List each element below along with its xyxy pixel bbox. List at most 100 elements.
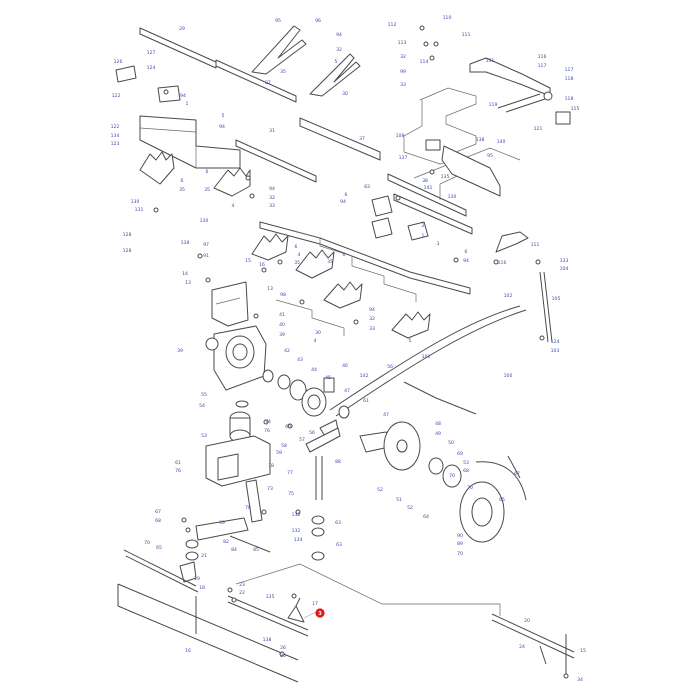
callout-label: 30 bbox=[342, 91, 348, 97]
callout-label: 77 bbox=[287, 470, 293, 476]
callout-label: 105 bbox=[552, 296, 561, 302]
callout-label: 58 bbox=[281, 443, 287, 449]
callout-label: 1 bbox=[186, 101, 189, 107]
highlighted-part bbox=[287, 597, 317, 623]
callout-label: 138 bbox=[263, 637, 272, 643]
callout-label: 83 bbox=[364, 184, 370, 190]
callout-label: 127 bbox=[147, 50, 156, 56]
callout-label: 46 bbox=[342, 363, 348, 369]
callout-label: 33 bbox=[369, 326, 375, 332]
callout-label: 117 bbox=[538, 63, 547, 69]
callout-label: 32 bbox=[369, 316, 375, 322]
callout-label: 116 bbox=[498, 260, 507, 266]
callout-label: 45 bbox=[325, 375, 331, 381]
callout-label: 94 bbox=[180, 93, 186, 99]
highlight-marker[interactable]: 3 bbox=[315, 608, 325, 618]
callout-label: 96 bbox=[315, 18, 321, 24]
callout-label: 34 bbox=[577, 677, 583, 683]
callout-label: 17 bbox=[312, 601, 318, 607]
callout-label: 91 bbox=[203, 253, 209, 259]
callout-label: 128 bbox=[123, 232, 132, 238]
callout-label: 65 bbox=[156, 545, 162, 551]
callout-label: 15 bbox=[245, 258, 251, 264]
callout-label: 74 bbox=[265, 419, 271, 425]
callout-label: 61 bbox=[363, 398, 369, 404]
callout-label: 22 bbox=[239, 590, 245, 596]
highlight-dot[interactable] bbox=[315, 608, 325, 618]
callout-label: 56 bbox=[309, 430, 315, 436]
callout-label: 67 bbox=[155, 509, 161, 515]
callout-label: 108 bbox=[396, 133, 405, 139]
callout-label: 13 bbox=[185, 280, 191, 286]
callout-label: 25 bbox=[280, 653, 286, 659]
callout-label: 63 bbox=[336, 542, 342, 548]
callout-label: 114 bbox=[420, 59, 429, 65]
knife-bar-upper bbox=[139, 27, 381, 183]
callout-label: 131 bbox=[135, 207, 144, 213]
callout-label: 61 bbox=[175, 460, 181, 466]
callout-label: 89 bbox=[457, 541, 463, 547]
callout-label: 103 bbox=[551, 348, 560, 354]
callout-label: 132 bbox=[292, 528, 301, 534]
callout-label: 39 bbox=[177, 348, 183, 354]
callout-label: 141 bbox=[424, 185, 433, 191]
callout-label: 4 bbox=[298, 252, 301, 258]
callout-label: 19 bbox=[194, 576, 200, 582]
callout-label: 102 bbox=[504, 293, 513, 299]
callout-label: 111 bbox=[462, 32, 471, 38]
callout-label: 6 bbox=[343, 252, 346, 258]
flywheel-disc bbox=[383, 421, 421, 471]
callout-label: 6 bbox=[345, 192, 348, 198]
callout-label: 6 bbox=[206, 169, 209, 175]
callout-label: 35 bbox=[179, 187, 185, 193]
callout-label: 99 bbox=[400, 69, 406, 75]
guard-cluster-1 bbox=[139, 151, 289, 261]
callout-label: 110 bbox=[443, 15, 452, 21]
mount-block bbox=[205, 435, 271, 523]
callout-label: 76 bbox=[175, 468, 181, 474]
callout-label: 119 bbox=[489, 102, 498, 108]
callout-label: 135 bbox=[441, 174, 450, 180]
big-pulley bbox=[459, 455, 527, 543]
callout-label: 33 bbox=[400, 82, 406, 88]
callout-label: 53 bbox=[463, 460, 469, 466]
callout-label: 94 bbox=[219, 124, 225, 130]
callout-label: 76 bbox=[264, 428, 270, 434]
callout-label: 133 bbox=[560, 258, 569, 264]
callout-label: 24 bbox=[519, 644, 525, 650]
callout-label: 68 bbox=[463, 468, 469, 474]
highlight-label: 3 bbox=[318, 611, 322, 617]
callout-label: 124 bbox=[551, 339, 560, 345]
callout-label: 121 bbox=[534, 126, 543, 132]
callout-label: 49 bbox=[435, 431, 441, 437]
callout-label: 70 bbox=[449, 473, 455, 479]
callout-label: 56 bbox=[387, 364, 393, 370]
callout-label: 90 bbox=[457, 533, 463, 539]
fasteners bbox=[153, 25, 569, 679]
callout-label: 51 bbox=[396, 497, 402, 503]
callout-label: 52 bbox=[377, 487, 383, 493]
callout-label: 98 bbox=[280, 292, 286, 298]
callout-label: 50 bbox=[448, 440, 454, 446]
guard-cluster-2 bbox=[295, 249, 431, 339]
callout-label: 53 bbox=[201, 433, 207, 439]
callout-label: 130 bbox=[448, 194, 457, 200]
callout-label: 16 bbox=[259, 262, 265, 268]
callout-label: 47 bbox=[344, 388, 350, 394]
callout-label: 6 bbox=[295, 244, 298, 250]
gearbox-housing bbox=[205, 325, 267, 391]
callout-label: 32 bbox=[400, 54, 406, 60]
callout-label: 116 bbox=[538, 54, 547, 60]
callout-label: 13 bbox=[267, 286, 273, 292]
callout-label: 94 bbox=[369, 307, 375, 313]
callout-label: 138 bbox=[181, 240, 190, 246]
callout-label: 130 bbox=[200, 218, 209, 224]
callout-label: 68 bbox=[155, 518, 161, 524]
callout-label: 65 bbox=[499, 497, 505, 503]
callout-label: 4 bbox=[314, 338, 317, 344]
callout-label: 75 bbox=[288, 491, 294, 497]
callout-label: 95 bbox=[275, 18, 281, 24]
callout-label: 41 bbox=[279, 312, 285, 318]
callout-label: 94 bbox=[336, 32, 342, 38]
callout-label: 95 bbox=[487, 153, 493, 159]
